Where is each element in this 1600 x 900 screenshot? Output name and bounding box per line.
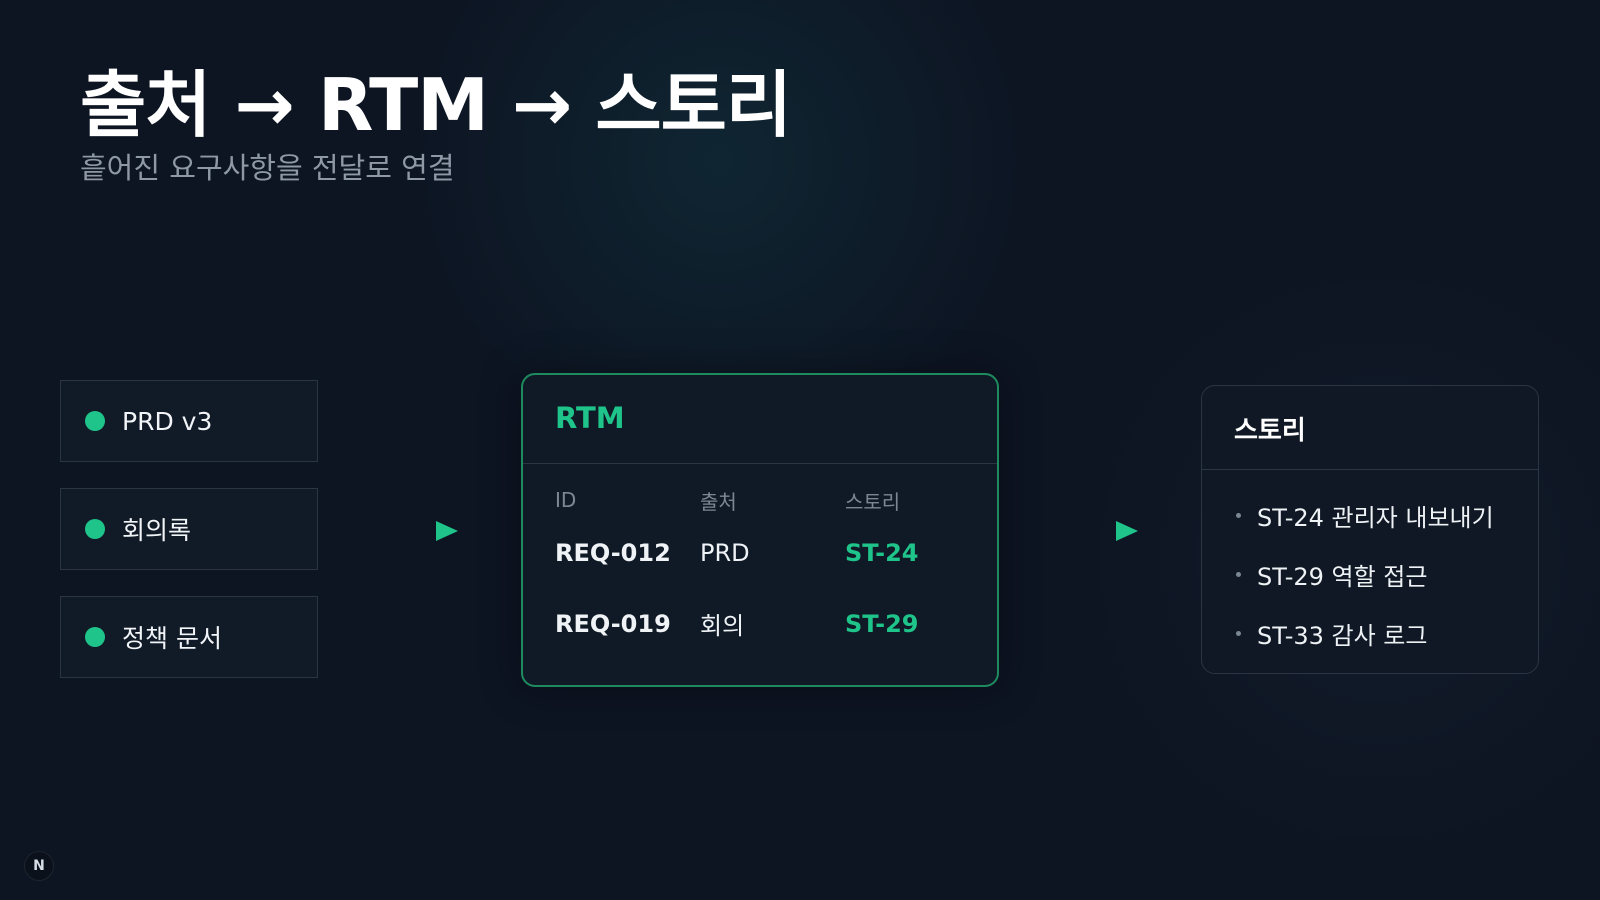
- status-dot-icon: [85, 627, 105, 647]
- column-header-source: 출처: [700, 489, 737, 514]
- logo-n-icon[interactable]: N: [24, 851, 54, 881]
- divider: [523, 463, 997, 464]
- bullet-icon: [1236, 631, 1241, 636]
- list-item: ST-29 역할 접근: [1236, 545, 1494, 604]
- source-card-meeting-notes: 회의록: [60, 488, 318, 570]
- story-title: 스토리: [1234, 416, 1306, 446]
- status-dot-icon: [85, 411, 105, 431]
- list-item: ST-33 감사 로그: [1236, 604, 1494, 663]
- rtm-title: RTM: [555, 401, 625, 435]
- column-header-story: 스토리: [845, 489, 901, 514]
- story-list: ST-24 관리자 내보내기 ST-29 역할 접근 ST-33 감사 로그: [1236, 486, 1494, 663]
- play-arrow-icon: [436, 521, 458, 541]
- table-row: REQ-019 회의 ST-29: [555, 588, 975, 659]
- table-header-row: ID 출처 스토리: [555, 483, 975, 517]
- rtm-table: ID 출처 스토리 REQ-012 PRD ST-24 REQ-019 회의 S…: [555, 483, 975, 659]
- cell-story-link[interactable]: ST-29: [845, 609, 919, 638]
- cell-story-link[interactable]: ST-24: [845, 538, 919, 567]
- play-arrow-icon: [1116, 521, 1138, 541]
- page-subtitle: 흩어진 요구사항을 전달로 연결: [80, 151, 455, 185]
- logo-text: N: [33, 858, 45, 874]
- list-item: ST-24 관리자 내보내기: [1236, 486, 1494, 545]
- column-header-id: ID: [555, 488, 577, 512]
- source-card-prd: PRD v3: [60, 380, 318, 462]
- source-label: 정책 문서: [122, 624, 222, 653]
- rtm-card: RTM ID 출처 스토리 REQ-012 PRD ST-24 REQ-019 …: [521, 373, 999, 687]
- story-item-label: ST-24 관리자 내보내기: [1257, 504, 1494, 532]
- page-title: 출처 → RTM → 스토리: [80, 63, 792, 147]
- source-card-policy-doc: 정책 문서: [60, 596, 318, 678]
- cell-source: PRD: [700, 538, 750, 567]
- source-label: 회의록: [122, 516, 192, 545]
- source-label: PRD v3: [122, 406, 213, 436]
- cell-source: 회의: [700, 612, 745, 640]
- bullet-icon: [1236, 572, 1241, 577]
- cell-req-id: REQ-012: [555, 538, 671, 567]
- table-row: REQ-012 PRD ST-24: [555, 517, 975, 588]
- status-dot-icon: [85, 519, 105, 539]
- bullet-icon: [1236, 513, 1241, 518]
- divider: [1202, 469, 1538, 470]
- story-item-label: ST-33 감사 로그: [1257, 622, 1428, 650]
- story-card: 스토리 ST-24 관리자 내보내기 ST-29 역할 접근 ST-33 감사 …: [1201, 385, 1539, 674]
- story-item-label: ST-29 역할 접근: [1257, 563, 1428, 591]
- cell-req-id: REQ-019: [555, 609, 671, 638]
